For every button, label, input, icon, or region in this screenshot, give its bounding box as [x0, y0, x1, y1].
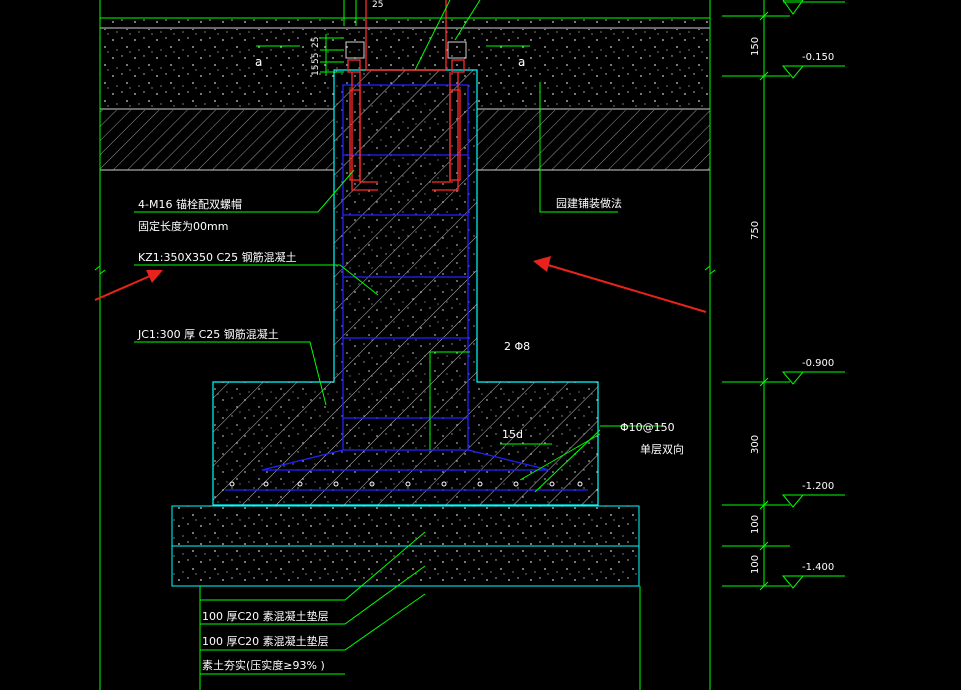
dim-750: 750 — [750, 221, 761, 240]
cushion-layers — [171, 505, 640, 587]
elev-1200: -1.200 — [802, 481, 834, 492]
anchor-mark-right: a — [518, 55, 525, 69]
dim-100-a: 100 — [750, 515, 761, 534]
rebar-dots — [229, 481, 583, 487]
anchorage-label: 15d — [502, 428, 523, 441]
anchor-mark-left: a — [255, 55, 262, 69]
stirrup-label: 2 Φ8 — [504, 340, 530, 353]
dimension-chain — [722, 0, 845, 591]
soil-label: 素土夯实(压实度≥93% ) — [202, 658, 325, 672]
dim-side-1: 25 — [311, 37, 321, 48]
leader-lines — [134, 0, 665, 675]
base-plate — [345, 41, 467, 71]
dim-300: 300 — [750, 435, 761, 454]
elev-0900: -0.900 — [802, 358, 834, 369]
column-label: KZ1:350X350 C25 钢筋混凝土 — [138, 250, 297, 264]
dim-150: 150 — [750, 37, 761, 56]
elev-0150: -0.150 — [802, 52, 834, 63]
footing-concrete — [212, 69, 599, 506]
footing-label: JC1:300 厚 C25 钢筋混凝土 — [137, 327, 279, 341]
elev-1400: -1.400 — [802, 562, 834, 573]
red-arrows — [94, 256, 707, 313]
top-dims — [256, 0, 530, 76]
dim-100-b: 100 — [750, 555, 761, 574]
dim-side-2: 55 — [311, 53, 321, 64]
cushion-1-label: 100 厚C20 素混凝土垫层 — [202, 609, 329, 623]
cushion-2-label: 100 厚C20 素混凝土垫层 — [202, 634, 329, 648]
rebar-layer-label: 单层双向 — [640, 442, 684, 456]
dim-top: 25 — [372, 0, 383, 10]
rebar-label: Φ10@150 — [620, 421, 675, 434]
anchor-bolt-label: 4-M16 锚栓配双螺帽 — [138, 197, 242, 211]
garden-paving-label: 园建铺装做法 — [556, 196, 622, 210]
dim-side-3: 15 — [311, 65, 321, 76]
steel-column — [347, 0, 465, 191]
anchor-length-label: 固定长度为00mm — [138, 219, 228, 233]
